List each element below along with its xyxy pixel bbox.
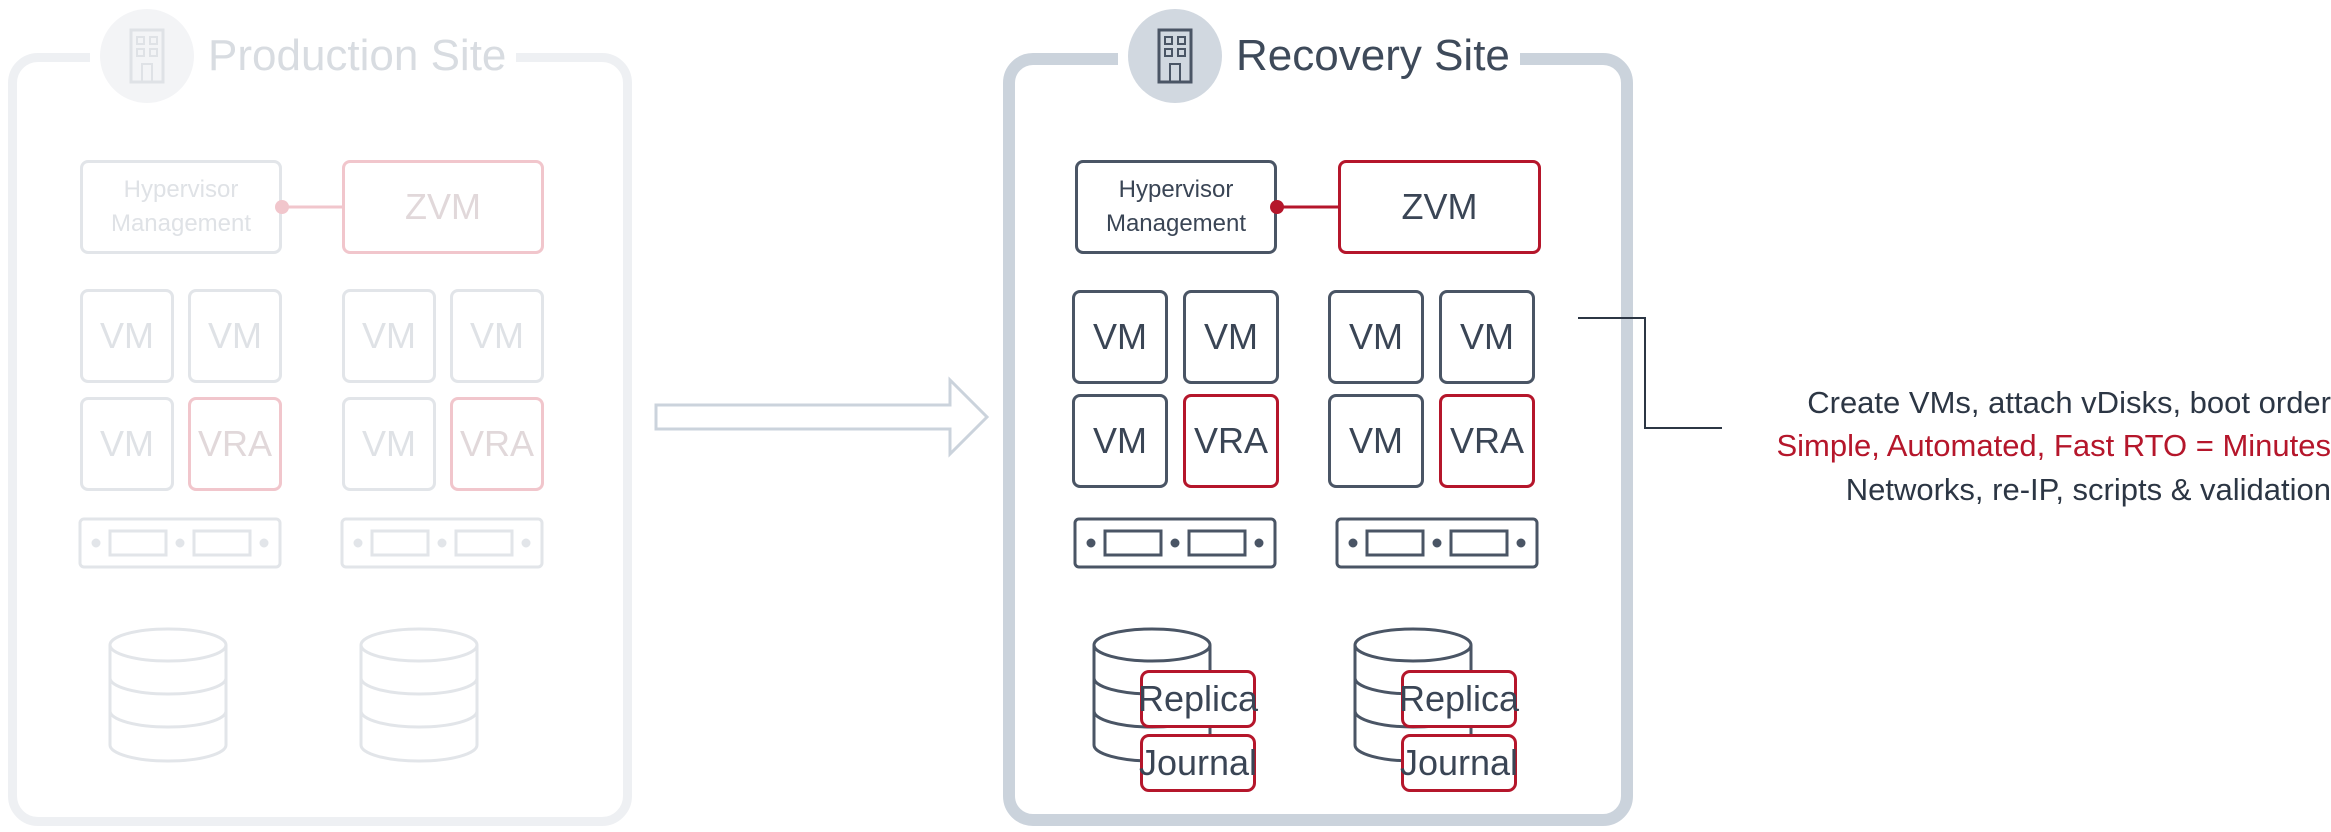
recovery-journal-tag: Journal xyxy=(1400,734,1518,792)
recovery-vm-box: VM xyxy=(1439,290,1535,384)
recovery-vm-box: VM xyxy=(1072,394,1168,488)
building-icon xyxy=(1128,9,1222,103)
recovery-vm-box: VM xyxy=(1328,290,1424,384)
production-vra-box: VRA xyxy=(188,397,282,491)
production-database-icon xyxy=(108,627,228,763)
production-vm-box: VM xyxy=(342,289,436,383)
recovery-vm-box: VM xyxy=(1328,394,1424,488)
recovery-site-title: Recovery Site xyxy=(1236,31,1510,80)
production-site-header: Production Site xyxy=(90,0,517,112)
production-server-icon xyxy=(78,517,282,569)
production-zvm-box: ZVM xyxy=(342,160,544,254)
production-connector-dot xyxy=(275,200,289,214)
production-vm-box: VM xyxy=(80,397,174,491)
callout-connector xyxy=(1578,317,1722,429)
production-server-icon xyxy=(340,517,544,569)
recovery-server-icon xyxy=(1335,517,1539,569)
recovery-vm-box: VM xyxy=(1072,290,1168,384)
recovery-replica-tag: Replica xyxy=(1138,670,1258,728)
production-vm-box: VM xyxy=(450,289,544,383)
recovery-vm-box: VM xyxy=(1183,290,1279,384)
recovery-vra-box: VRA xyxy=(1439,394,1535,488)
production-database-icon xyxy=(359,627,479,763)
recovery-zvm-box: ZVM xyxy=(1338,160,1541,254)
recovery-journal-tag: Journal xyxy=(1139,734,1257,792)
production-vm-box: VM xyxy=(188,289,282,383)
callout-note-networks: Networks, re-IP, scripts & validation xyxy=(1845,472,2331,507)
production-vm-box: VM xyxy=(342,397,436,491)
production-site-title: Production Site xyxy=(208,31,507,80)
recovery-replica-tag: Replica xyxy=(1399,670,1519,728)
recovery-hypervisor-box: Hypervisor Management xyxy=(1075,160,1277,254)
failover-arrow-icon xyxy=(654,376,990,458)
recovery-site-header: Recovery Site xyxy=(1118,0,1520,112)
building-icon xyxy=(100,9,194,103)
recovery-connector-dot xyxy=(1270,200,1284,214)
production-vm-box: VM xyxy=(80,289,174,383)
recovery-server-icon xyxy=(1073,517,1277,569)
callout-note-create: Create VMs, attach vDisks, boot order xyxy=(1807,385,2331,420)
production-vra-box: VRA xyxy=(450,397,544,491)
recovery-vra-box: VRA xyxy=(1183,394,1279,488)
callout-note-rto: Simple, Automated, Fast RTO = Minutes xyxy=(1776,428,2331,463)
